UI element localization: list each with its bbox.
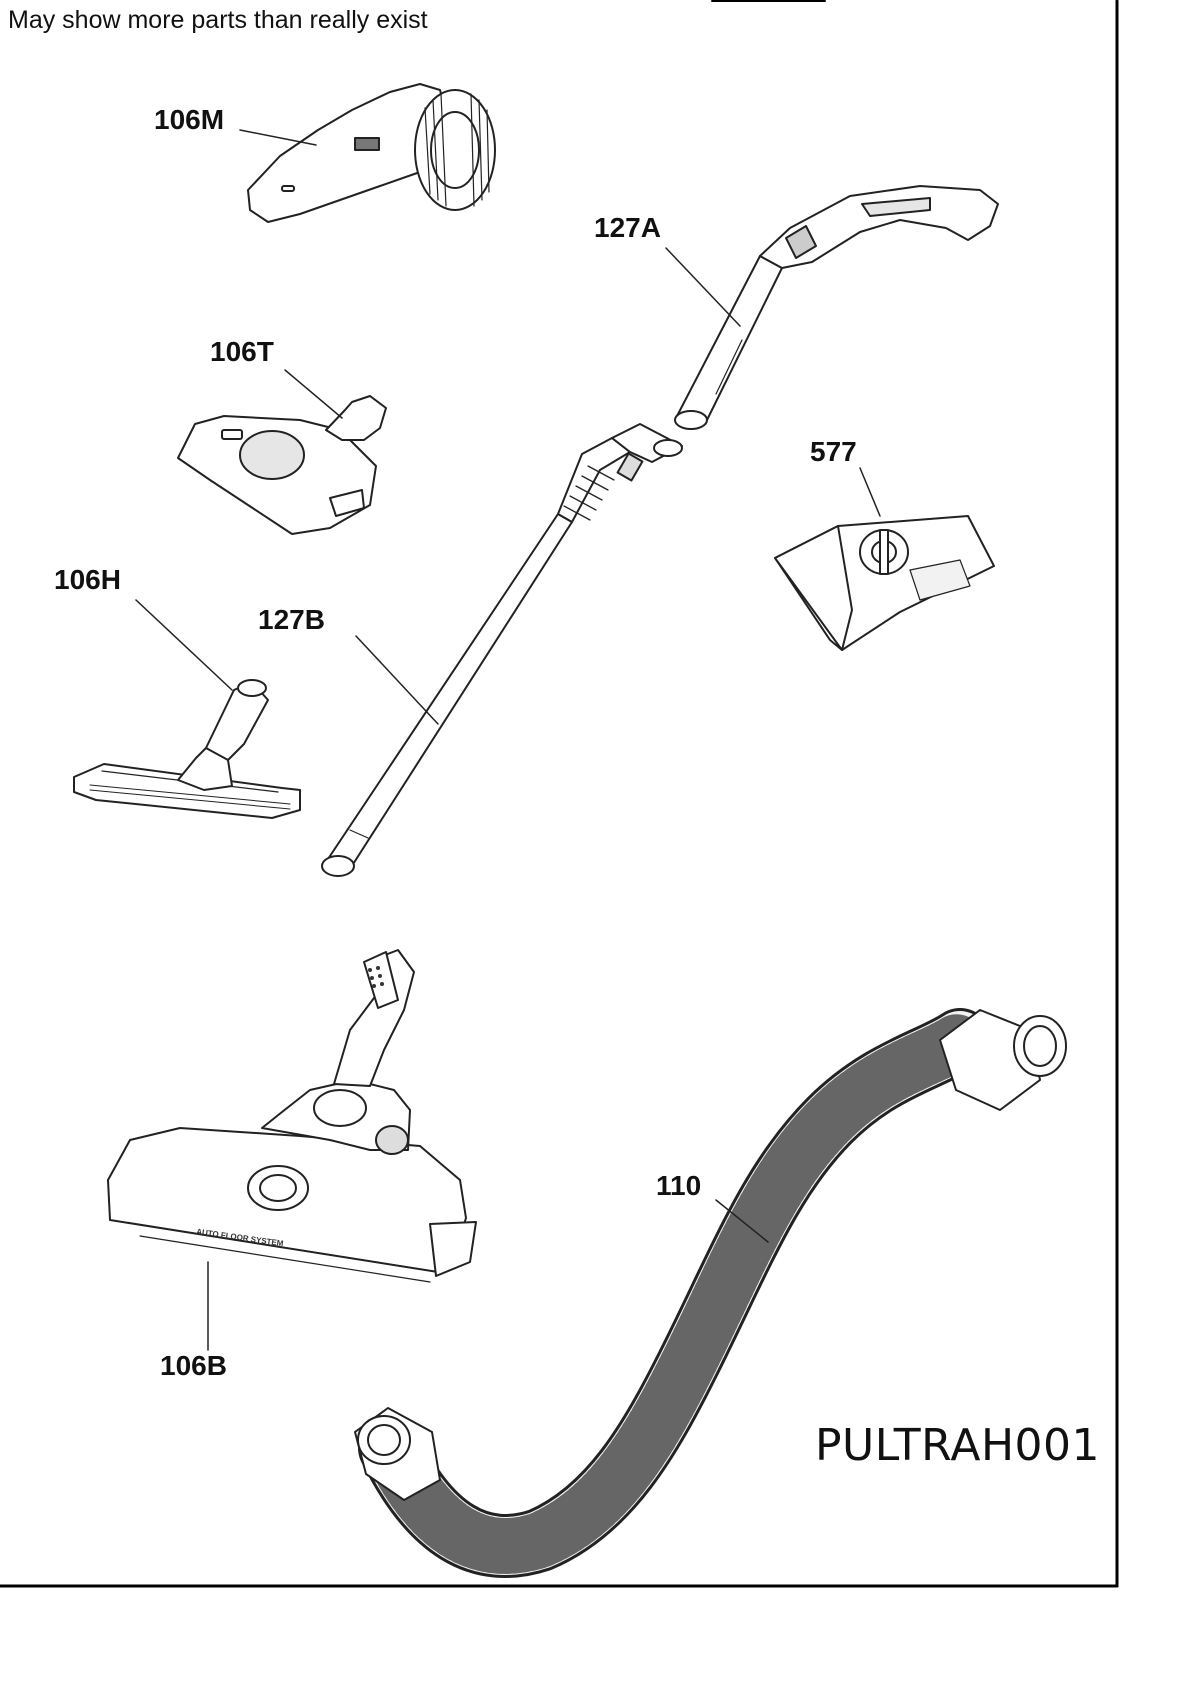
leader-106t [284, 369, 343, 419]
callout-127b: 127B [258, 604, 325, 635]
callout-110: 110 [656, 1170, 702, 1201]
part-106b-floor-nozzle: AUTO FLOOR SYSTEM [107, 949, 477, 1283]
disclaimer-note: May show more parts than really exist [8, 6, 428, 34]
leader-lines [135, 129, 881, 1351]
part-110-hose [354, 1008, 1067, 1578]
callout-577: 577 [810, 436, 857, 467]
part-106t-turbo-brush [177, 395, 387, 535]
callout-106m: 106M [154, 104, 225, 135]
leader-110 [715, 1199, 769, 1243]
leader-127a [665, 247, 741, 327]
part-106m-dusting-brush [247, 83, 496, 223]
part-127b-lower-wand [321, 423, 683, 877]
leader-577 [859, 467, 881, 517]
callout-106t: 106T [210, 336, 274, 367]
diagram-code: PULTRAH001 [815, 1420, 1101, 1471]
callout-106b: 106B [160, 1350, 227, 1381]
leader-127b [355, 635, 439, 725]
leader-106m [239, 129, 317, 146]
callout-127a: 127A [594, 212, 661, 243]
part-127a-upper-wand [674, 185, 999, 430]
callout-106h: 106H [54, 564, 121, 595]
leader-106h [135, 599, 233, 691]
page-frame [0, 0, 1119, 1588]
part-106h-hard-floor-nozzle [73, 679, 301, 819]
part-577-dust-bag [774, 515, 995, 651]
